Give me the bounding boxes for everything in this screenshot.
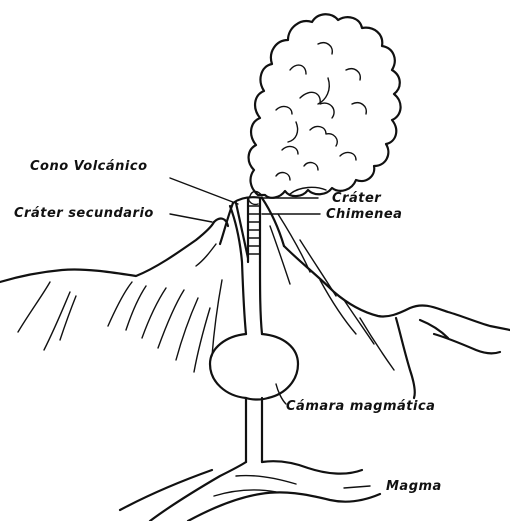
leader-magma: [344, 486, 370, 488]
magma-base: [120, 461, 380, 521]
leader-cono: [170, 178, 238, 204]
label-cono-volcanico: Cono Volcánico: [30, 159, 148, 174]
leader-lines: [170, 178, 370, 488]
label-crater-secundario: Cráter secundario: [14, 206, 154, 221]
eruption-cloud: [249, 14, 401, 204]
labels: Cono Volcánico Cráter Cráter secundario …: [14, 159, 442, 494]
label-chimenea: Chimenea: [326, 207, 402, 222]
label-crater: Cráter: [332, 191, 382, 206]
magma-chamber: [210, 334, 298, 462]
mountain-range: [0, 214, 510, 398]
chimney: [230, 198, 262, 334]
label-camara-magmatica: Cámara magmática: [286, 399, 435, 414]
leader-crater-secundario: [170, 214, 212, 222]
label-magma: Magma: [386, 479, 442, 494]
